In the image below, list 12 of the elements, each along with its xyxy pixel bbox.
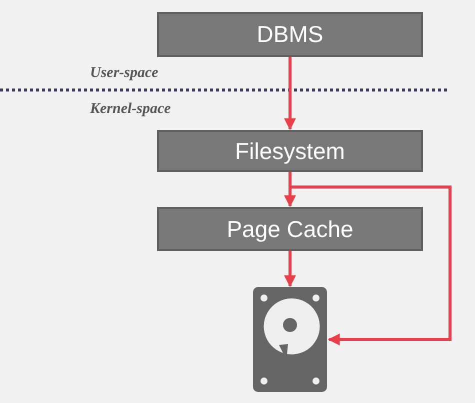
process-box: [157, 207, 423, 251]
process-box: [157, 130, 423, 172]
arrow: [284, 251, 296, 288]
layer-label: Kernel-space: [90, 100, 171, 119]
box-label: Filesystem: [235, 140, 345, 162]
process-box: [157, 12, 423, 57]
box-label: DBMS: [256, 23, 324, 46]
hard-drive-icon: [253, 287, 327, 392]
arrow: [288, 172, 452, 346]
box-label: Page Cache: [226, 218, 354, 240]
arrow: [284, 57, 296, 130]
layer-label: User-space: [90, 64, 158, 83]
